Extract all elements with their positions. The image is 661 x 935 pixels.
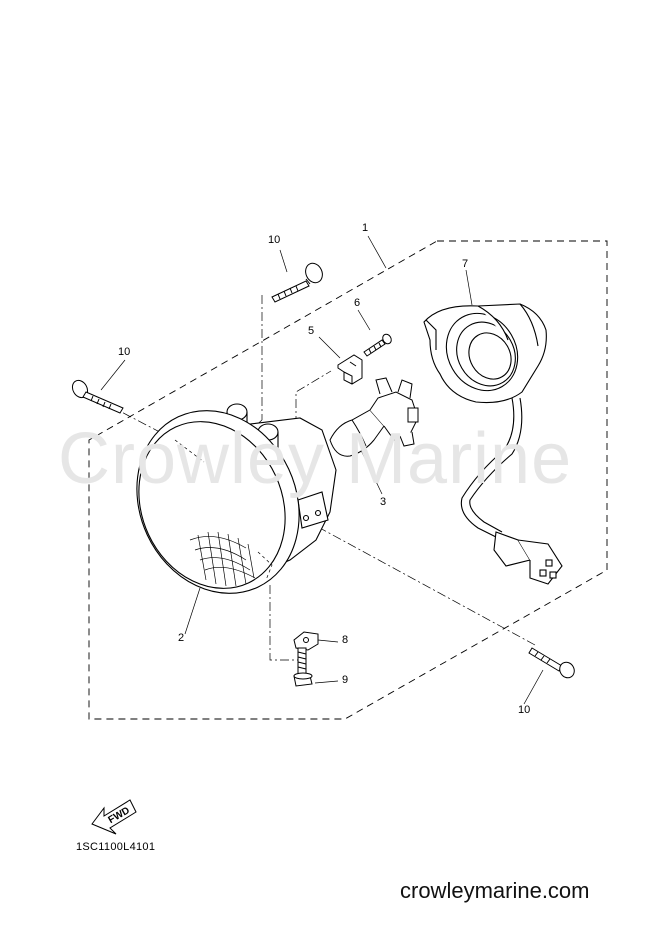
socket-boot-7 <box>423 303 563 585</box>
callout-6: 6 <box>354 297 361 309</box>
bracket-5 <box>337 354 363 385</box>
fwd-arrow-icon: FWD <box>91 799 137 835</box>
callout-2: 2 <box>178 632 185 644</box>
screw-10-right <box>528 647 575 679</box>
screw-6 <box>363 333 392 357</box>
assembly-outline <box>88 240 608 720</box>
screw-10-top <box>271 262 323 303</box>
headlight-assembly-2 <box>136 403 337 594</box>
callout-10-top: 10 <box>268 234 281 246</box>
callout-10-left: 10 <box>118 346 131 358</box>
callout-8: 8 <box>342 634 349 646</box>
lens-pattern <box>174 439 273 587</box>
callout-7: 7 <box>462 258 469 270</box>
nut-8 <box>293 631 319 651</box>
site-url: crowleymarine.com <box>400 878 590 903</box>
watermark: Crowley Marine <box>58 419 573 499</box>
callout-5: 5 <box>308 325 315 337</box>
diagram-code: 1SC1100L4101 <box>76 841 156 853</box>
callout-3: 3 <box>380 496 387 508</box>
screw-10-left <box>71 379 124 414</box>
callout-1: 1 <box>362 222 369 234</box>
callout-10-right: 10 <box>518 704 531 716</box>
bulb-3 <box>329 377 419 457</box>
bolt-9 <box>293 647 313 687</box>
callout-9: 9 <box>342 674 349 686</box>
